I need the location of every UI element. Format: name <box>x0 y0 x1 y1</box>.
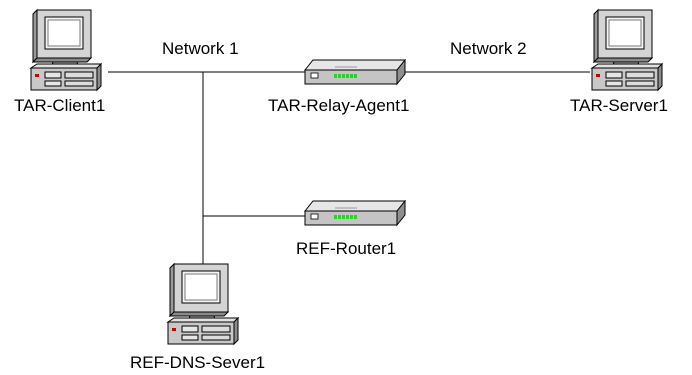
server-node: TAR-Server1 <box>570 9 668 115</box>
network1-label: Network 1 <box>162 39 239 58</box>
dns-server-node: REF-DNS-Sever1 <box>130 263 265 372</box>
router-icon <box>304 200 406 226</box>
relay-agent-node: TAR-Relay-Agent1 <box>268 59 409 115</box>
network2-label: Network 2 <box>450 39 527 58</box>
dns-server-label: REF-DNS-Sever1 <box>130 353 265 372</box>
connections <box>108 71 590 266</box>
router-node: REF-Router1 <box>296 200 406 258</box>
router-label: REF-Router1 <box>296 239 396 258</box>
router-icon <box>304 59 406 85</box>
computer-icon <box>30 9 102 91</box>
client-node: TAR-Client1 <box>14 9 105 115</box>
computer-icon <box>167 263 239 345</box>
relay-agent-label: TAR-Relay-Agent1 <box>268 96 409 115</box>
computer-icon <box>591 9 663 91</box>
client-label: TAR-Client1 <box>14 96 105 115</box>
server-label: TAR-Server1 <box>570 96 668 115</box>
